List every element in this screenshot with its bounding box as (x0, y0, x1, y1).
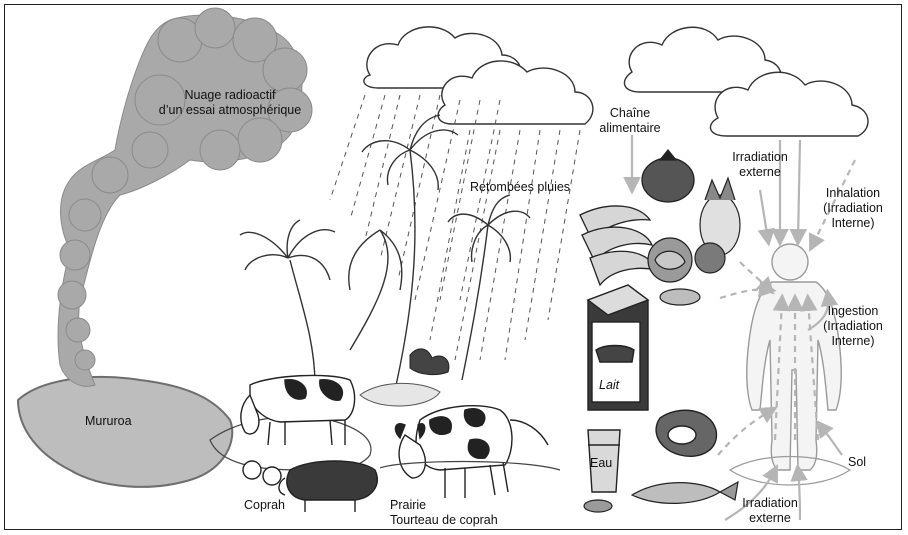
shell (584, 500, 612, 512)
mururoa-atoll (18, 377, 232, 487)
prairie-label: Prairie (390, 498, 426, 513)
food-tomato (642, 150, 694, 202)
lait-label: Lait (599, 378, 619, 393)
cloud-title-label: Nuage radioactif (150, 88, 310, 103)
eau-label: Eau (590, 456, 612, 471)
coprah-label: Coprah (244, 498, 285, 513)
smoke-plume (58, 8, 312, 386)
inhalation-label-3: Interne) (818, 216, 888, 231)
food-potato (660, 289, 700, 305)
fish (632, 482, 738, 503)
irradiation-externe-top-2: externe (715, 165, 805, 180)
cow-spotted (395, 406, 548, 498)
sol-label: Sol (848, 455, 866, 470)
ingestion-label-1: Ingestion (818, 304, 888, 319)
chaine-label-1: Chaîne (590, 106, 670, 121)
ingestion-label-2: (Irradiation (818, 319, 888, 334)
meat-steak (656, 410, 716, 456)
mururoa-label: Mururoa (85, 414, 132, 429)
inhalation-label-2: (Irradiation (818, 201, 888, 216)
irradiation-externe-top-1: Irradiation (715, 150, 805, 165)
inhalation-label-1: Inhalation (818, 186, 888, 201)
ground-pool (360, 383, 440, 406)
cloud-subtitle-label: d’un essai atmosphérique (140, 103, 320, 118)
irradiation-externe-bottom-2: externe (725, 511, 815, 526)
food-cabbage (648, 238, 725, 282)
coprah-pieces (243, 461, 281, 485)
irradiation-externe-bottom-1: Irradiation (725, 496, 815, 511)
retombees-label: Retombées pluies (470, 180, 570, 195)
cow-left (241, 375, 355, 445)
ingestion-label-3: Interne) (818, 334, 888, 349)
pig (279, 461, 377, 512)
food-bananas (580, 206, 656, 285)
chaine-label-2: alimentaire (590, 121, 670, 136)
shrub (410, 349, 449, 375)
tourteau-label: Tourteau de coprah (390, 513, 498, 528)
